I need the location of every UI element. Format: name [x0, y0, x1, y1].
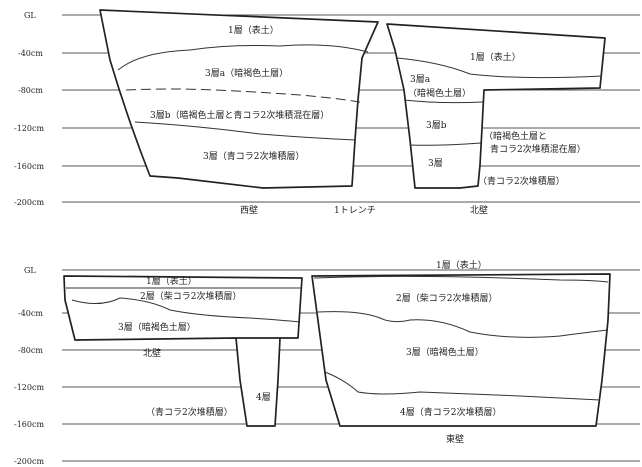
- top-north-wall-profile: 1層（表土） 3層a （暗褐色土層） 3層b （暗褐色土層と 青コラ2次堆積混在…: [386, 23, 606, 189]
- west-layer3b-boundary: [134, 121, 357, 141]
- top-depth-label: -40cm: [18, 49, 43, 58]
- north-wall-caption: 北壁: [470, 204, 488, 216]
- west-wall-caption: 西壁: [240, 204, 258, 216]
- north-layer3a-label: 3層a: [410, 74, 431, 85]
- bottom-depth-label: -80cm: [18, 346, 43, 355]
- west-layer3-label: 3層（青コラ2次堆積層）: [203, 150, 304, 162]
- north-layer3-label: 3層: [428, 158, 443, 169]
- bottom-east-wall-outline: [311, 273, 611, 427]
- top-west-wall-profile: 1層（表土） 3層a（暗褐色土層） 3層b（暗褐色土層と青コラ2次堆積混在層） …: [99, 9, 379, 189]
- north-layer3b-note-1: （暗褐色土層と: [484, 130, 547, 142]
- bottom-north-layer4-note: （青コラ2次堆積層）: [146, 406, 233, 418]
- bottom-east-layer4-label: 4層（青コラ2次堆積層）: [400, 406, 501, 418]
- bottom-east-layer3-boundary: [324, 371, 601, 401]
- bottom-east-wall-profile: 1層（表土） 2層（柴コラ2次堆積層） 3層（暗褐色土層） 4層（青コラ2次堆積…: [311, 259, 611, 445]
- north-layer3a-boundary: [403, 99, 484, 104]
- bottom-north-layer1-label: 1層（表土）: [146, 275, 197, 287]
- bottom-north-layer2-boundary: [71, 297, 301, 323]
- west-wall-outline: [99, 9, 379, 189]
- north-layer1-label: 1層（表土）: [470, 51, 521, 63]
- top-depth-label: -120cm: [14, 124, 44, 133]
- bottom-east-layer2-label: 2層（柴コラ2次堆積層）: [396, 292, 497, 304]
- bottom-depth-label: -120cm: [14, 383, 44, 392]
- north-layer3a-note: （暗褐色土層）: [408, 87, 471, 99]
- bottom-depth-label: -40cm: [18, 309, 43, 318]
- bottom-depth-label: -160cm: [14, 420, 44, 429]
- trench-caption: 1トレンチ: [334, 205, 376, 216]
- bottom-north-wall-profile: 1層（表土） 2層（柴コラ2次堆積層） 3層（暗褐色土層） 北壁 4層 （青コラ…: [63, 275, 303, 427]
- north-layer1-boundary: [396, 57, 603, 79]
- west-layer3a-boundary: [125, 88, 361, 103]
- bottom-depth-label: -200cm: [14, 457, 44, 466]
- bottom-depth-label: GL: [24, 266, 36, 275]
- north-layer3b-label: 3層b: [426, 120, 447, 131]
- bottom-east-layer2-boundary: [317, 311, 609, 338]
- north-layer3b-boundary: [409, 142, 482, 146]
- west-layer1-boundary: [117, 44, 369, 71]
- north-layer3b-note-2: 青コラ2次堆積混在層）: [490, 143, 586, 155]
- top-depth-label: -80cm: [18, 86, 43, 95]
- west-layer1-label: 1層（表土）: [228, 24, 279, 36]
- bottom-north-layer4-label: 4層: [256, 392, 271, 403]
- top-depth-label: GL: [24, 11, 36, 20]
- west-layer3a-label: 3層a（暗褐色土層）: [205, 67, 288, 79]
- bottom-east-wall-caption: 東壁: [446, 433, 464, 445]
- bottom-east-layer1-label: 1層（表土）: [436, 259, 487, 271]
- bottom-north-layer3-label: 3層（暗褐色土層）: [118, 321, 196, 333]
- west-layer3b-label: 3層b（暗褐色土層と青コラ2次堆積混在層）: [150, 109, 329, 121]
- north-wall-outline: [386, 23, 606, 189]
- bottom-north-wall-outline: [63, 275, 303, 427]
- top-depth-label: -200cm: [14, 198, 44, 207]
- north-layer3-note: （青コラ2次堆積層）: [478, 175, 565, 187]
- bottom-north-wall-caption: 北壁: [143, 347, 161, 359]
- bottom-east-layer3-label: 3層（暗褐色土層）: [406, 346, 484, 358]
- top-depth-label: -160cm: [14, 162, 44, 171]
- bottom-north-layer2-label: 2層（柴コラ2次堆積層）: [140, 290, 241, 302]
- bottom-east-layer1-boundary: [313, 275, 609, 283]
